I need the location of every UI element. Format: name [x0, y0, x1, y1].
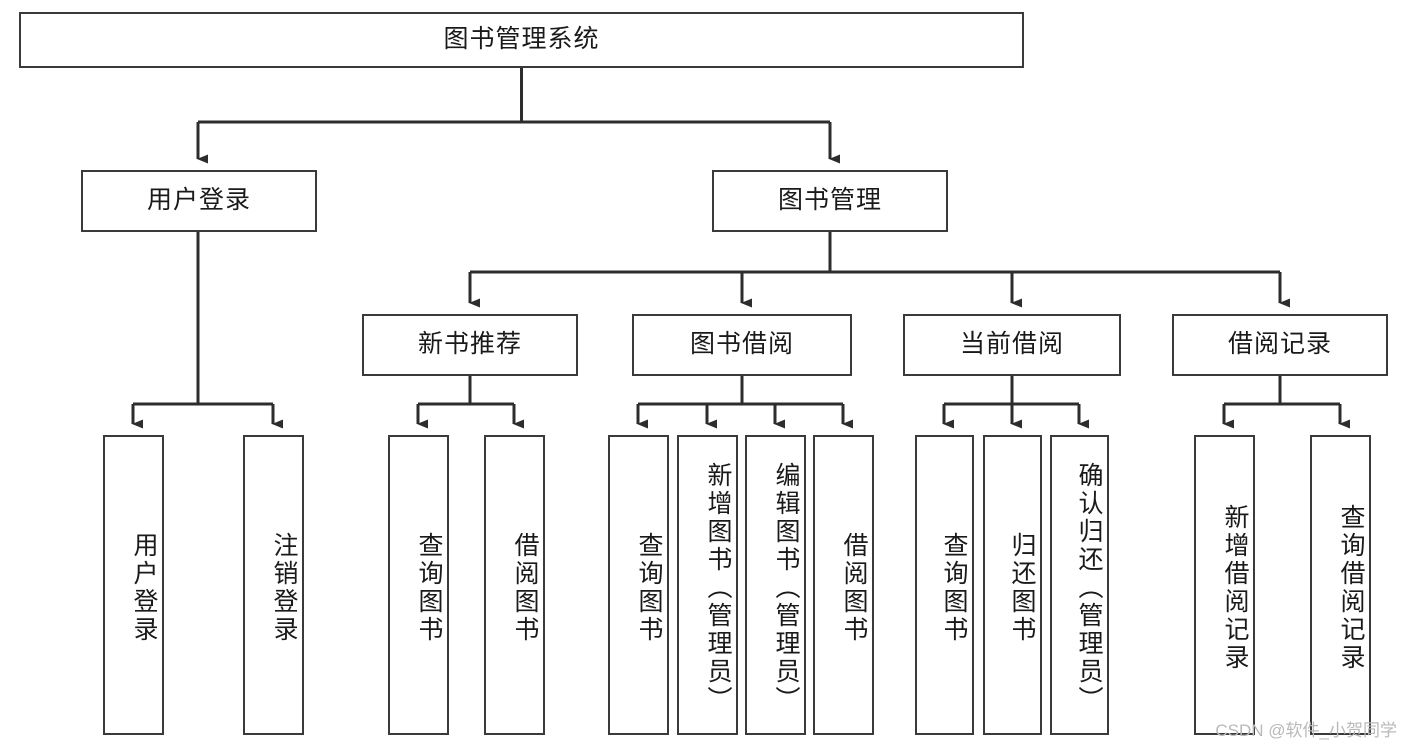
node-leaf-query-book[interactable]: 查询图书 [608, 435, 669, 735]
node-book-manage[interactable]: 图书管理 [712, 170, 948, 232]
node-leaf-edit-book[interactable]: 编辑图书（管理员） [745, 435, 806, 735]
node-leaf-confirm-return[interactable]: 确认归还（管理员） [1050, 435, 1109, 735]
node-leaf-return-book-label: 归还图书 [1008, 532, 1036, 644]
node-leaf-add-book-label: 新增图书（管理员） [704, 462, 732, 714]
node-leaf-user-login[interactable]: 用户登录 [103, 435, 164, 735]
node-leaf-user-logout[interactable]: 注销登录 [243, 435, 304, 735]
node-leaf-borrow-book-rec[interactable]: 借阅图书 [484, 435, 545, 735]
node-leaf-query-book-rec[interactable]: 查询图书 [388, 435, 449, 735]
node-current-borrow-label: 当前借阅 [959, 330, 1064, 359]
node-leaf-user-login-label: 用户登录 [130, 532, 158, 644]
node-leaf-confirm-return-label: 确认归还（管理员） [1075, 462, 1103, 714]
node-leaf-borrow-book-rec-label: 借阅图书 [511, 532, 539, 644]
node-root-label: 图书管理系统 [443, 25, 600, 54]
node-current-borrow[interactable]: 当前借阅 [903, 314, 1121, 376]
node-leaf-query-record[interactable]: 查询借阅记录 [1310, 435, 1371, 735]
node-leaf-borrow-book[interactable]: 借阅图书 [813, 435, 874, 735]
node-leaf-query-book-rec-label: 查询图书 [415, 532, 443, 644]
node-leaf-return-book[interactable]: 归还图书 [983, 435, 1042, 735]
node-borrow-record-label: 借阅记录 [1227, 330, 1332, 359]
node-leaf-add-record[interactable]: 新增借阅记录 [1194, 435, 1255, 735]
node-leaf-query-book-label: 查询图书 [635, 532, 663, 644]
node-leaf-query-record-label: 查询借阅记录 [1337, 504, 1365, 672]
node-leaf-user-logout-label: 注销登录 [270, 532, 298, 644]
node-user-login-label: 用户登录 [146, 186, 251, 215]
node-leaf-edit-book-label: 编辑图书（管理员） [772, 462, 800, 714]
node-borrow-record[interactable]: 借阅记录 [1172, 314, 1388, 376]
node-leaf-add-record-label: 新增借阅记录 [1221, 504, 1249, 672]
node-user-login[interactable]: 用户登录 [81, 170, 317, 232]
node-book-borrow-label: 图书借阅 [689, 330, 794, 359]
node-book-borrow[interactable]: 图书借阅 [632, 314, 852, 376]
node-leaf-add-book[interactable]: 新增图书（管理员） [677, 435, 738, 735]
node-leaf-borrow-book-label: 借阅图书 [840, 532, 868, 644]
node-root[interactable]: 图书管理系统 [19, 12, 1024, 68]
node-leaf-query-book-cur-label: 查询图书 [940, 532, 968, 644]
node-new-book-rec-label: 新书推荐 [417, 330, 522, 359]
node-new-book-rec[interactable]: 新书推荐 [362, 314, 578, 376]
node-book-manage-label: 图书管理 [777, 186, 882, 215]
node-leaf-query-book-cur[interactable]: 查询图书 [915, 435, 974, 735]
